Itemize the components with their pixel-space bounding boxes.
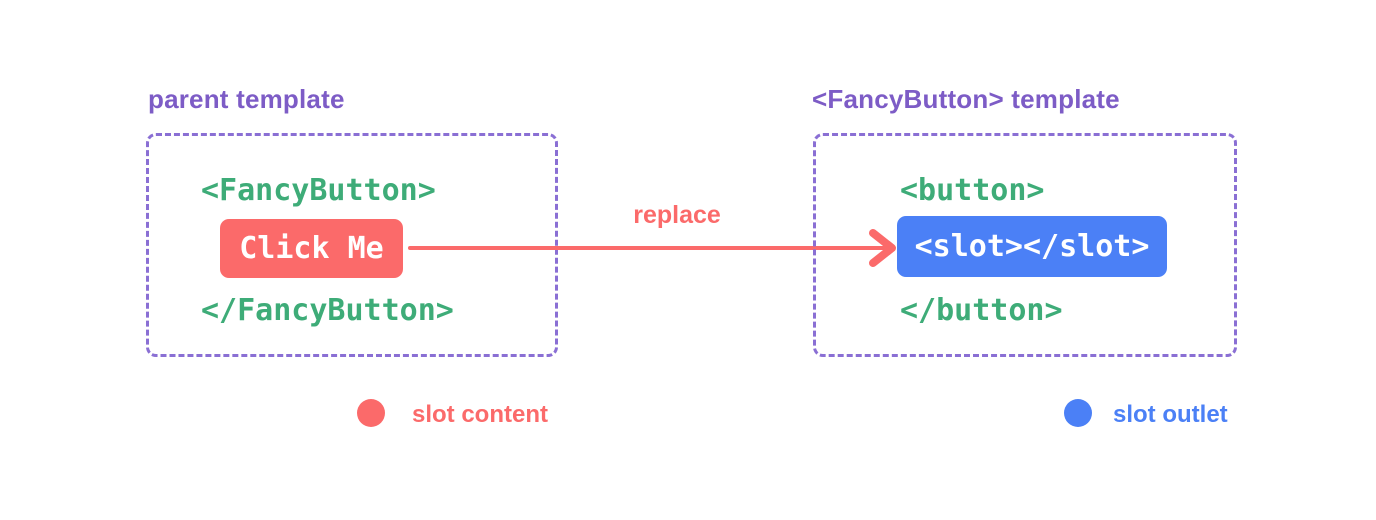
slot-outlet-chip-label: <slot></slot>	[914, 229, 1150, 264]
slot-content-legend-label: slot content	[412, 401, 548, 428]
slot-outlet-chip: <slot></slot>	[897, 216, 1167, 277]
slot-outlet-dot-icon	[1064, 399, 1092, 427]
slot-outlet-legend-label: slot outlet	[1113, 401, 1228, 428]
replace-label: replace	[633, 201, 721, 229]
slot-content-chip: Click Me	[220, 219, 403, 278]
fancybutton-template-title: <FancyButton> template	[812, 84, 1120, 114]
fancybutton-close-tag: </FancyButton>	[201, 293, 454, 328]
parent-template-box	[146, 133, 558, 357]
fancybutton-template-box	[813, 133, 1237, 357]
slot-content-chip-label: Click Me	[239, 231, 384, 266]
replace-arrow-icon	[408, 229, 896, 267]
button-open-tag: <button>	[900, 173, 1045, 208]
slot-content-dot-icon	[357, 399, 385, 427]
parent-template-title: parent template	[148, 84, 345, 114]
fancybutton-open-tag: <FancyButton>	[201, 173, 436, 208]
button-close-tag: </button>	[900, 293, 1063, 328]
